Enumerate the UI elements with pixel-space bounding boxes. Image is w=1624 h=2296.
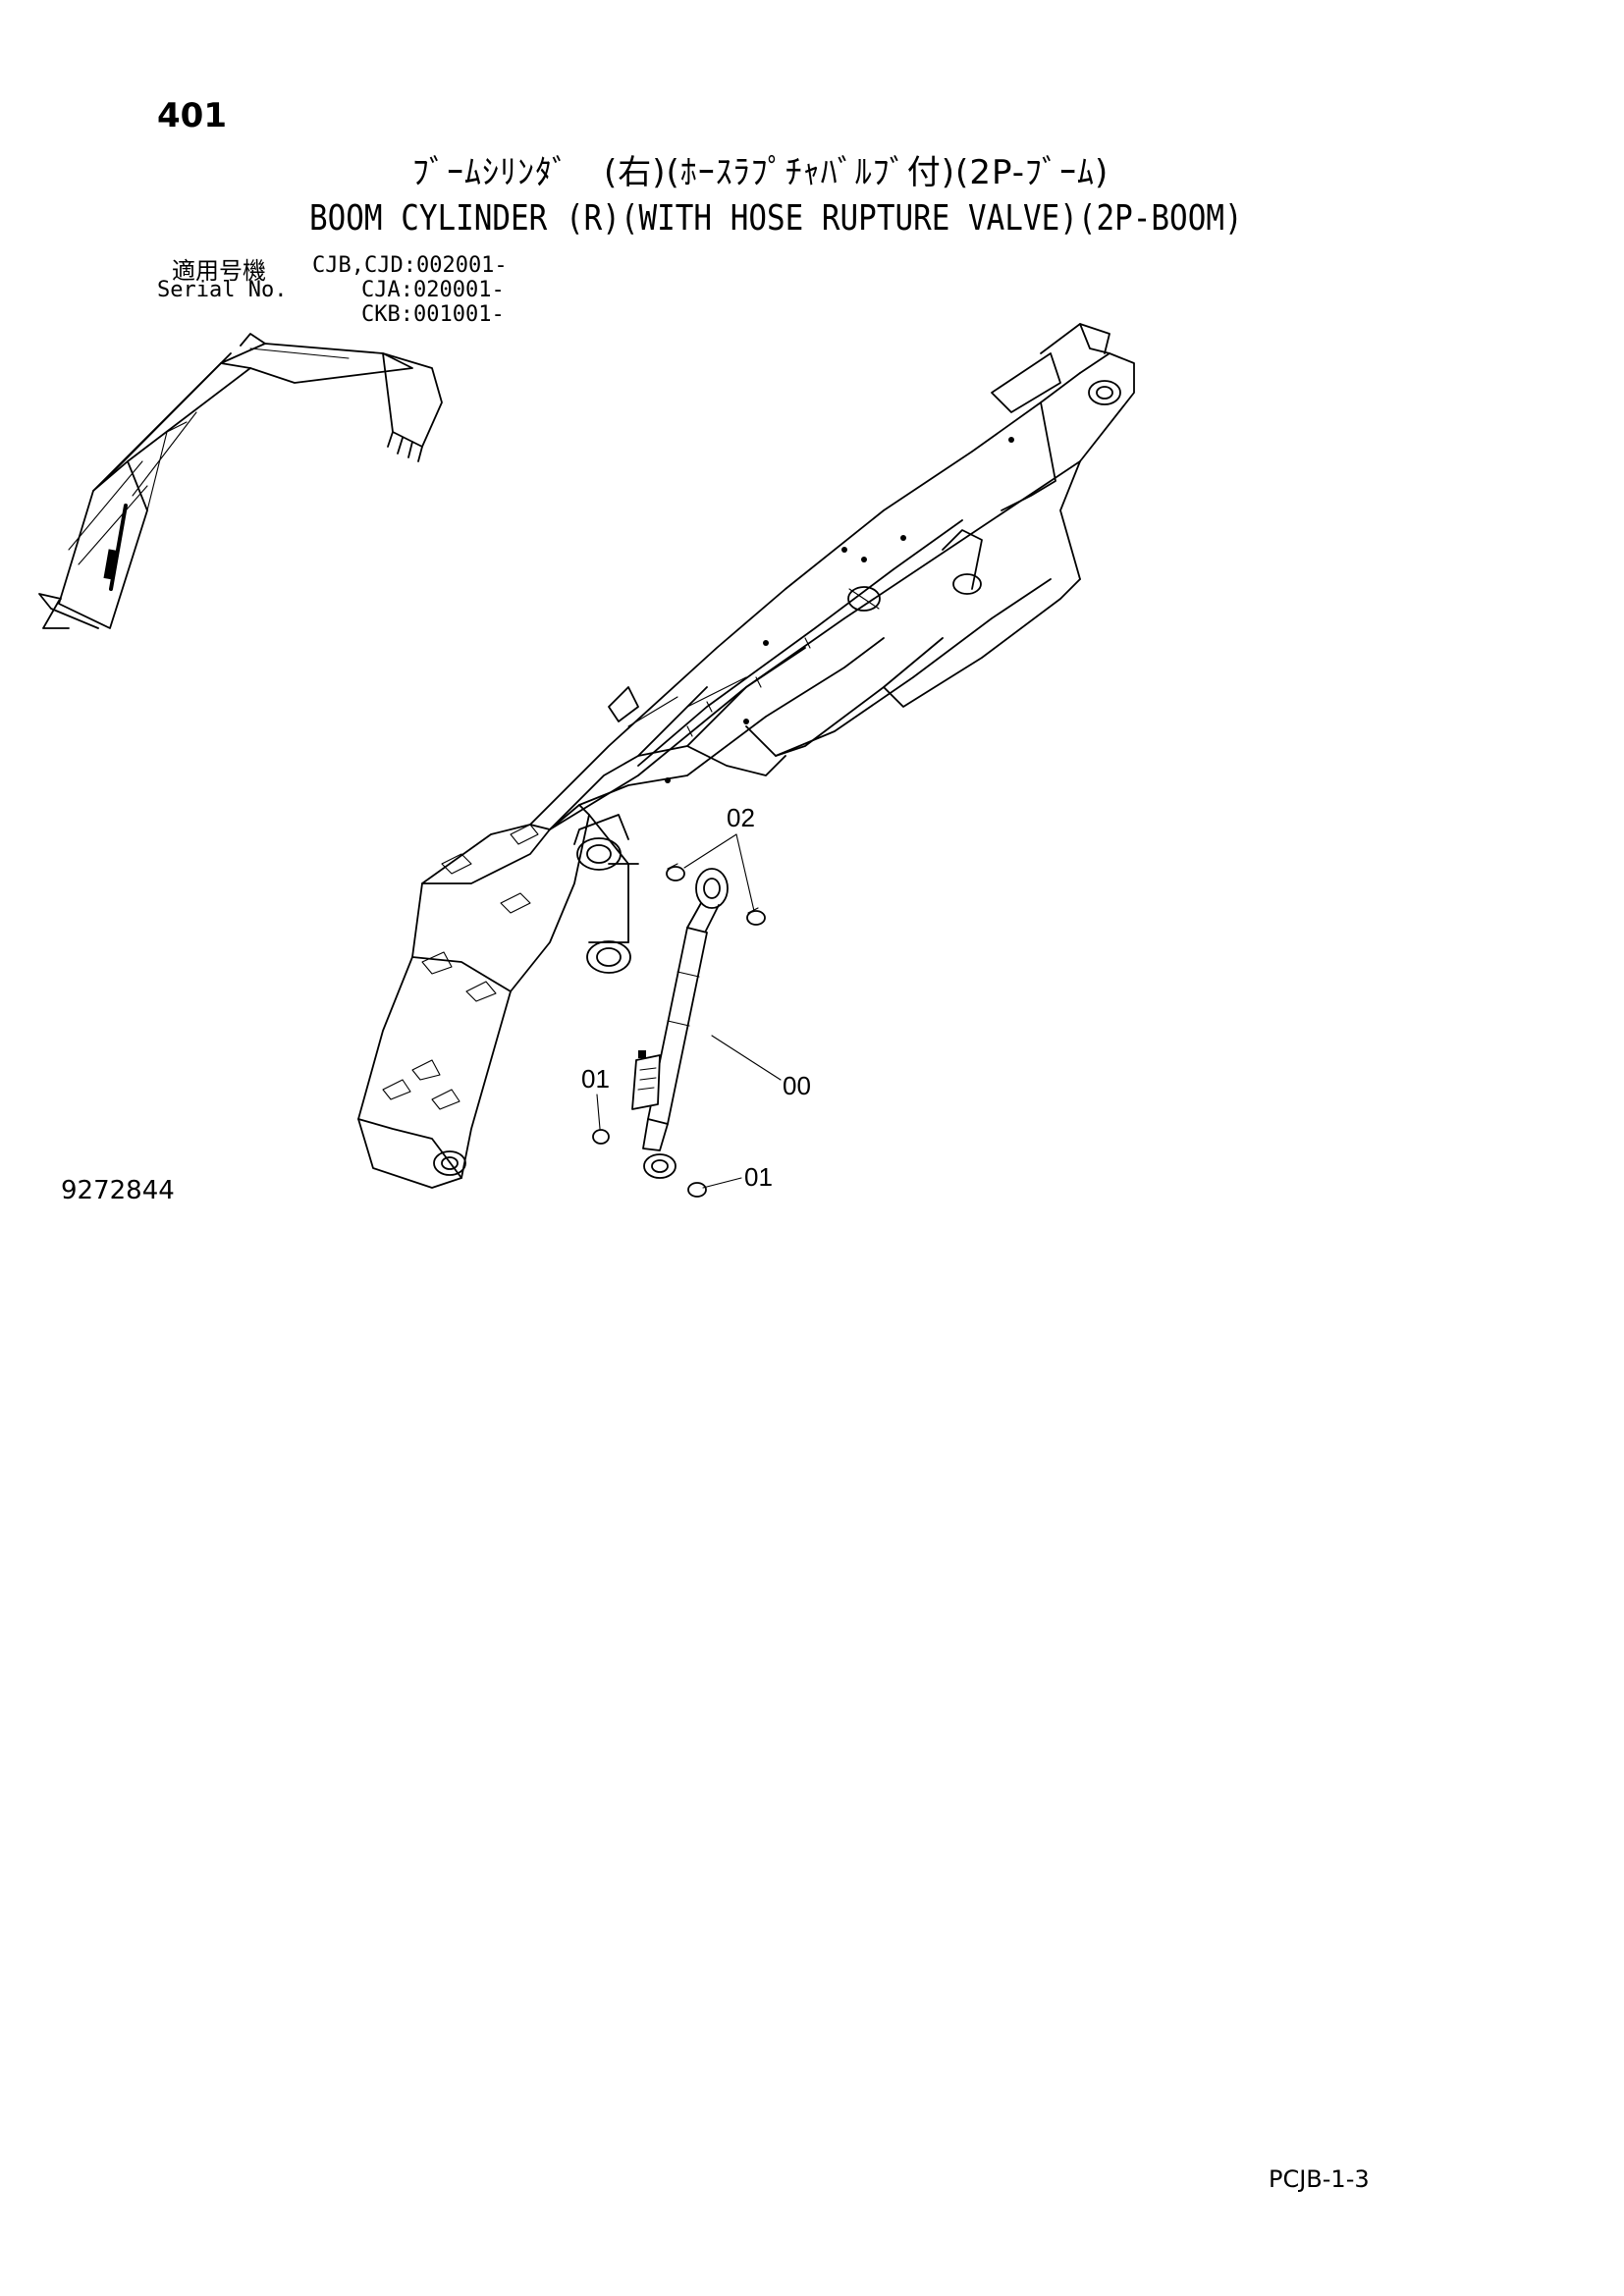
title-japanese: ﾌﾞｰﾑｼﾘﾝﾀﾞ (右)(ﾎｰｽﾗﾌﾟﾁｬﾊﾞﾙﾌﾞ付)(2P-ﾌﾞｰﾑ) [412, 153, 1110, 192]
serial-label-english: Serial No. [157, 278, 288, 302]
callout-02: 02 [727, 803, 755, 832]
overview-attachment-thumbnail [38, 333, 443, 629]
boom-cylinder-assembly [592, 863, 766, 1198]
footer-code: PCJB-1-3 [1269, 2165, 1370, 2193]
title-english: BOOM CYLINDER (R)(WITH HOSE RUPTURE VALV… [309, 198, 1243, 239]
leader-lines [596, 833, 782, 1189]
serial-value-2: CJA:020001- [361, 278, 505, 302]
callout-01-right: 01 [744, 1162, 773, 1192]
drawing-number: 9272844 [61, 1176, 175, 1205]
page-number: 401 [157, 96, 227, 135]
serial-value-3: CKB:001001- [361, 302, 505, 327]
callout-00: 00 [783, 1071, 811, 1100]
boom-structure [357, 323, 1135, 1189]
serial-value-1: CJB,CJD:002001- [312, 253, 508, 278]
serial-label-japanese: 適用号機 [172, 257, 266, 285]
callout-01-left: 01 [581, 1064, 610, 1094]
